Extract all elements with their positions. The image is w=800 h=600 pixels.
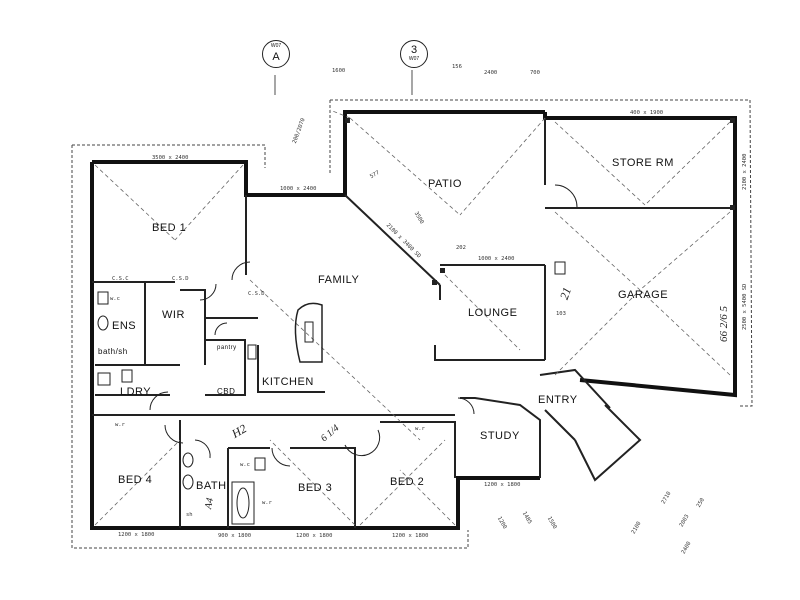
- dim-202: 202: [456, 245, 466, 251]
- room-lounge: LOUNGE: [468, 307, 518, 319]
- label-wr-2: w.r: [415, 426, 425, 432]
- dim-bath-window: 900 x 1800: [218, 533, 252, 539]
- label-wc-1: w.c: [110, 296, 120, 302]
- marker-3-label: 3: [410, 44, 418, 56]
- marker-a-label: A: [272, 51, 280, 63]
- dim-1600: 1600: [332, 68, 346, 74]
- dim-lounge-window: 1000 x 2400: [478, 256, 515, 262]
- label-csd-3: C.S.D: [248, 291, 265, 297]
- room-study: STUDY: [480, 430, 520, 442]
- dim-family-window: 1000 x 2400: [280, 186, 317, 192]
- marker-3-sub: W07: [408, 56, 420, 62]
- dim-patio-window: 400 x 1900: [630, 110, 664, 116]
- hand-note-66: 66 2/6 5: [718, 305, 731, 343]
- dim-2400: 2400: [484, 70, 498, 76]
- room-ldry: LDRY: [120, 386, 152, 398]
- dim-garage-vert2: 2500 x 5400 SD: [742, 283, 748, 330]
- label-csc-1: C.S.C: [112, 276, 129, 282]
- section-marker-3: 3 W07: [400, 40, 428, 68]
- room-garage: GARAGE: [618, 289, 669, 301]
- dim-study-window: 1200 x 1800: [484, 482, 521, 488]
- room-pantry: pantry: [217, 345, 237, 351]
- internal-walls: [92, 118, 735, 528]
- label-csc-2: C.S.D: [172, 276, 189, 282]
- dim-bed3-window: 1200 x 1800: [296, 533, 333, 539]
- dim-bed1-window: 3500 x 2400: [152, 155, 189, 161]
- dim-700: 700: [530, 70, 540, 76]
- section-marker-a: W07 A: [262, 40, 290, 68]
- room-store: STORE RM: [612, 157, 674, 169]
- label-wr-1: w.r: [115, 422, 125, 428]
- room-kitchen: KITCHEN: [262, 376, 314, 388]
- dim-103: 103: [556, 311, 566, 317]
- label-wc-2: w.c: [240, 462, 250, 468]
- room-patio: PATIO: [428, 178, 462, 190]
- room-bath: BATH: [196, 480, 227, 492]
- posts: [345, 118, 735, 285]
- room-entry: ENTRY: [538, 394, 578, 406]
- hand-note-a4: A4: [203, 497, 216, 510]
- room-bed2: BED 2: [390, 476, 425, 488]
- fixtures: [97, 261, 566, 525]
- roof-hip-lines: [94, 109, 731, 526]
- dim-bed2-window: 1200 x 1800: [392, 533, 429, 539]
- room-wir: WIR: [162, 309, 185, 321]
- marker-leaders: [274, 70, 413, 95]
- room-family: FAMILY: [318, 274, 360, 286]
- door-swings: [149, 184, 578, 467]
- label-sh: sh: [186, 512, 193, 518]
- room-cbd: CBD: [217, 387, 236, 396]
- room-ens: ENS: [112, 320, 137, 332]
- room-bath-sh: bath/sh: [98, 347, 128, 356]
- boundary-dashed-lines: [71, 99, 753, 549]
- kitchen-island: [294, 302, 323, 363]
- room-bed4: BED 4: [118, 474, 153, 486]
- room-bed1: BED 1: [152, 222, 187, 234]
- room-bed3: BED 3: [298, 482, 333, 494]
- label-wr-3: w.r: [262, 500, 272, 506]
- dim-156: 156: [452, 64, 462, 70]
- dim-garage-vert: 2100 x 2400: [742, 153, 748, 190]
- marker-a-sub: W07: [270, 43, 282, 49]
- dim-bed4-window: 1200 x 1800: [118, 532, 155, 538]
